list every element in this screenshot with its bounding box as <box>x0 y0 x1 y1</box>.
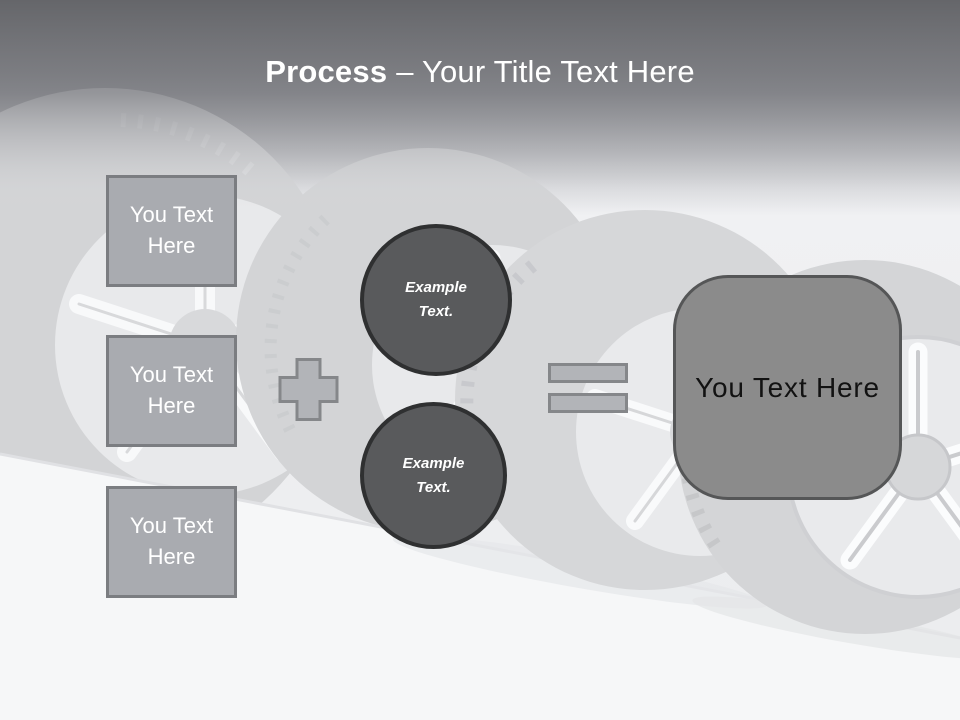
plus-icon <box>278 358 339 421</box>
equals-icon <box>548 363 628 413</box>
floor <box>0 455 960 720</box>
page-title: Process– Your Title Text Here <box>0 54 960 90</box>
example-circle-1[interactable]: Example Text. <box>360 224 512 376</box>
header-gradient-overlay <box>0 0 960 208</box>
result-placeholder-box[interactable]: You Text Here <box>673 275 902 500</box>
placeholder-label: You Text Here <box>129 513 214 569</box>
placeholder-label: You Text Here <box>129 202 214 258</box>
equals-bar-top <box>548 363 628 383</box>
title-subtitle: – Your Title Text Here <box>396 54 695 89</box>
result-label: You Text Here <box>695 371 880 403</box>
text-placeholder-box-2[interactable]: You Text Here <box>106 335 237 447</box>
title-keyword: Process <box>265 54 388 89</box>
example-circle-2[interactable]: Example Text. <box>360 402 507 549</box>
example-circle-label: Example Text. <box>405 279 467 320</box>
example-circle-label: Example Text. <box>402 454 465 496</box>
text-placeholder-box-3[interactable]: You Text Here <box>106 486 237 598</box>
placeholder-label: You Text Here <box>129 362 214 418</box>
text-placeholder-box-1[interactable]: You Text Here <box>106 175 237 287</box>
equals-bar-bottom <box>548 393 628 413</box>
